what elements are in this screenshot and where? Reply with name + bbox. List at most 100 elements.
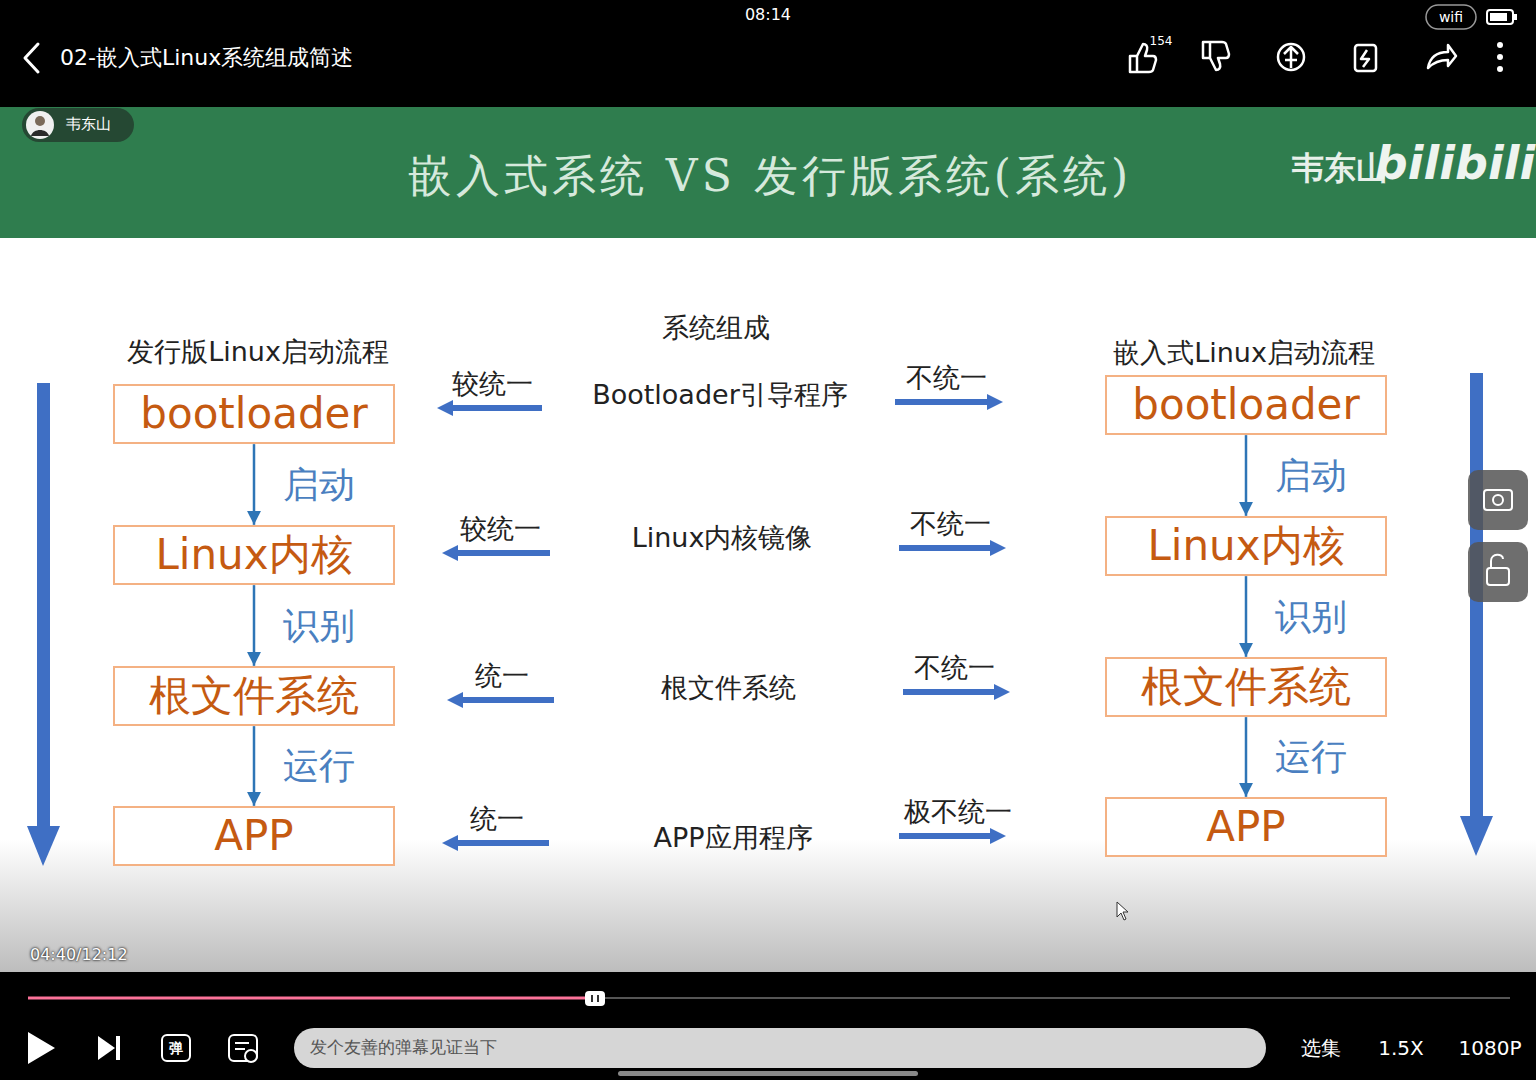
danmaku-icon-text: 弹	[169, 1040, 183, 1056]
next-icon	[98, 1036, 115, 1060]
box-label: 根文件系统	[1141, 663, 1351, 711]
connector-label: 启动	[1272, 455, 1350, 496]
flow-connector	[253, 444, 256, 525]
share-icon	[1428, 45, 1456, 68]
component-name: Bootloader引导程序	[592, 379, 848, 410]
battery-icon	[1487, 10, 1513, 24]
component-name: Linux内核镜像	[632, 522, 813, 553]
mouse-cursor	[1117, 902, 1128, 920]
settings-gear	[245, 1050, 257, 1062]
camera-icon	[1484, 490, 1512, 510]
play-icon	[28, 1032, 55, 1064]
avatar-body	[31, 130, 49, 136]
quality-button: 1080P	[1459, 1037, 1522, 1060]
flow-arrow-head	[27, 826, 60, 866]
left-arrows	[437, 400, 554, 851]
avatar-head	[35, 116, 45, 126]
process-box: Linux内核	[1105, 516, 1387, 576]
dot	[1497, 66, 1503, 72]
dot	[1497, 42, 1503, 48]
handle-grip	[597, 995, 599, 1002]
screenshot-button	[1468, 470, 1528, 530]
wifi-indicator: wifi	[1439, 9, 1463, 25]
progress-handle	[585, 991, 605, 1006]
danmaku-settings-icon	[229, 1035, 257, 1061]
settings-lines	[235, 1043, 249, 1049]
box-label: Linux内核	[1147, 522, 1344, 570]
box-label: APP	[1206, 803, 1285, 851]
uploader-name: 韦东山	[66, 116, 111, 133]
box-label: Linux内核	[155, 531, 352, 579]
column-heading: 系统组成	[662, 312, 770, 343]
charge-icon	[1355, 45, 1376, 71]
arrow-shaft	[460, 697, 554, 703]
battery-level	[1490, 13, 1507, 21]
arrow-shaft	[450, 405, 542, 411]
wifi-pill	[1426, 5, 1476, 29]
box-label: 根文件系统	[149, 672, 359, 720]
slide-ground	[0, 238, 1536, 972]
arrow-label: 极不统一	[904, 796, 1012, 827]
flow-connector	[1245, 435, 1248, 516]
arrow-head	[447, 692, 463, 708]
playback-time: 04:40/12:12	[30, 946, 128, 964]
box-label: bootloader	[1132, 381, 1359, 429]
arrow-head	[994, 684, 1010, 700]
flow-connector	[253, 726, 256, 806]
arrow-shaft	[455, 550, 550, 556]
arrow-label: 不统一	[914, 652, 995, 683]
lock-button	[1468, 542, 1528, 602]
flow-connector	[1245, 576, 1248, 657]
arrow-shaft	[899, 545, 993, 551]
coin-icon	[1278, 44, 1304, 70]
flow-arrow-head	[1460, 816, 1493, 856]
uploader-chip	[22, 108, 134, 142]
coin-mark	[1284, 47, 1298, 68]
watermark-name: 韦东山	[1292, 150, 1388, 187]
column-heading: 发行版Linux启动流程	[127, 336, 389, 367]
handle-grip	[591, 995, 593, 1002]
speed-button: 1.5X	[1378, 1037, 1424, 1060]
arrow-label: 较统一	[460, 513, 541, 544]
arrow-head	[987, 394, 1003, 410]
box-label: bootloader	[140, 390, 367, 438]
arrow-head	[437, 400, 453, 416]
connector-label: 运行	[280, 745, 358, 786]
battery-tip	[1514, 14, 1517, 20]
arrow-shaft	[455, 840, 549, 846]
arrow-label: 不统一	[906, 362, 987, 393]
column-heading: 嵌入式Linux启动流程	[1113, 337, 1375, 368]
component-name: 根文件系统	[661, 672, 796, 703]
arrow-label: 统一	[470, 803, 524, 834]
home-indicator	[618, 1071, 918, 1076]
arrow-shaft	[899, 833, 993, 839]
component-name: APP应用程序	[653, 822, 812, 853]
process-box: APP	[1105, 797, 1387, 857]
next-bar	[116, 1036, 120, 1060]
process-box: APP	[113, 806, 395, 866]
watermark-logo: bilibili	[1375, 137, 1535, 190]
dot	[1497, 54, 1503, 60]
arrow-label: 统一	[475, 660, 529, 691]
danmaku-toggle-icon	[162, 1035, 190, 1061]
flow-arrow-shaft	[37, 383, 50, 828]
slide-title: 嵌入式系统 VS 发行版系统(系统)	[408, 151, 1132, 202]
right-arrows	[895, 394, 1010, 844]
flow-connector	[1245, 717, 1248, 797]
connector-label: 识别	[1272, 596, 1350, 637]
toolbar-icons	[1130, 42, 1456, 72]
arrow-head	[990, 828, 1006, 844]
avatar	[26, 111, 54, 139]
connector-label: 识别	[280, 605, 358, 646]
lock-shackle	[1491, 555, 1503, 568]
title-band	[0, 107, 1536, 239]
like-icon	[1130, 44, 1156, 72]
progress-played	[28, 997, 595, 1000]
flow-connector	[253, 585, 256, 666]
process-box: bootloader	[1105, 375, 1387, 435]
status-time: 08:14	[745, 6, 791, 24]
connector-label: 启动	[280, 464, 358, 505]
back-icon	[25, 44, 38, 72]
